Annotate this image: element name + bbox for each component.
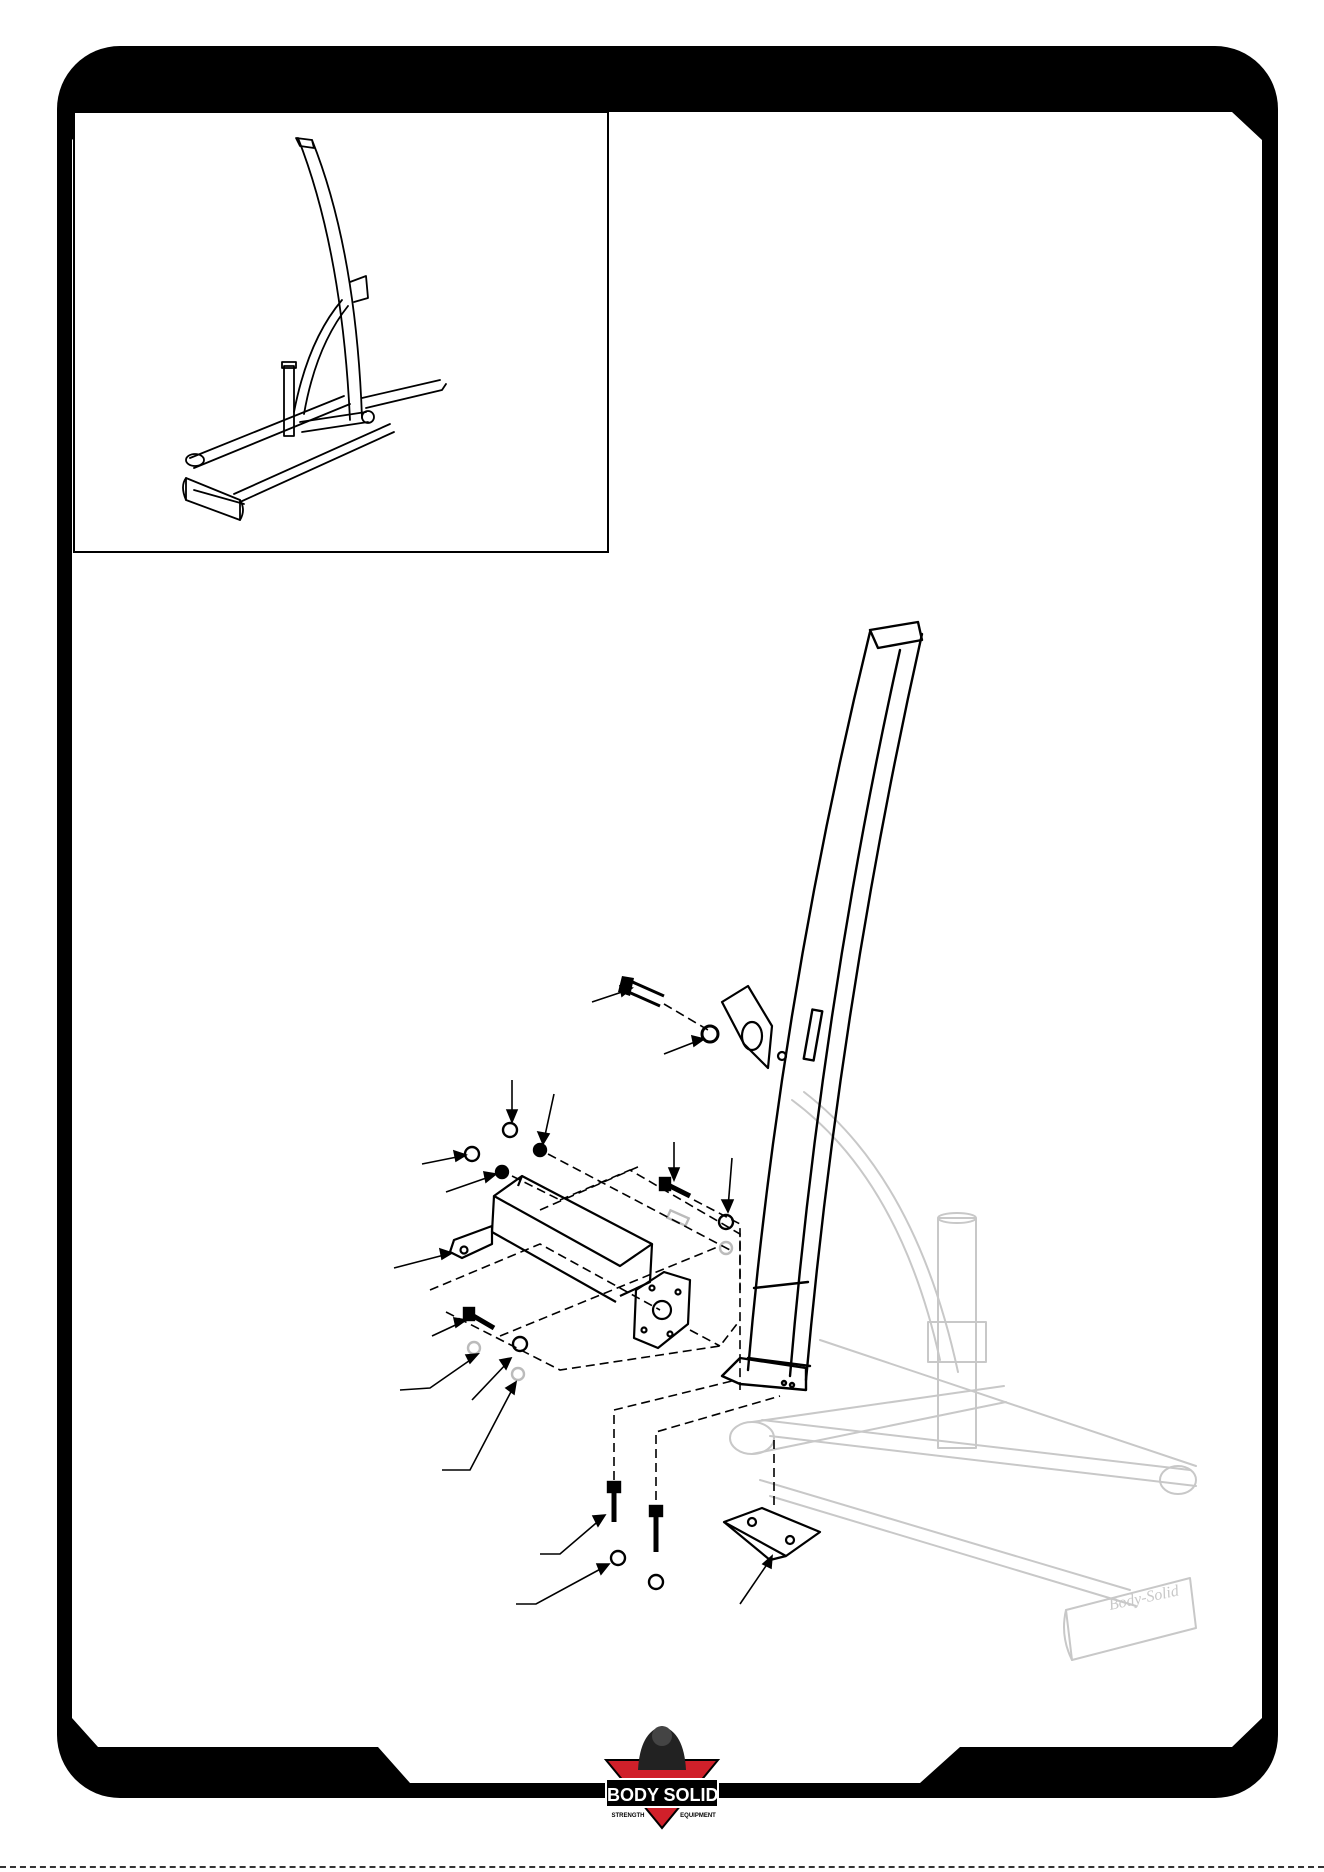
inset-diagram — [74, 112, 608, 552]
hardware-nut-icon — [496, 1166, 508, 1178]
hardware-washer-icon — [503, 1123, 517, 1137]
logo-tag-left: STRENGTH — [612, 1813, 645, 1819]
hardware-washer-icon — [611, 1551, 625, 1565]
page-bottom-rule — [0, 1866, 1324, 1868]
logo-tag-right: EQUIPMENT — [680, 1813, 716, 1819]
logo-word-top: BODY — [607, 1785, 659, 1805]
hardware-washer-icon — [649, 1575, 663, 1589]
hardware-washer-icon — [513, 1337, 527, 1351]
hardware-washer-icon — [465, 1147, 479, 1161]
hardware-nut-icon — [534, 1144, 546, 1156]
logo-word-bottom: SOLID — [663, 1785, 718, 1805]
